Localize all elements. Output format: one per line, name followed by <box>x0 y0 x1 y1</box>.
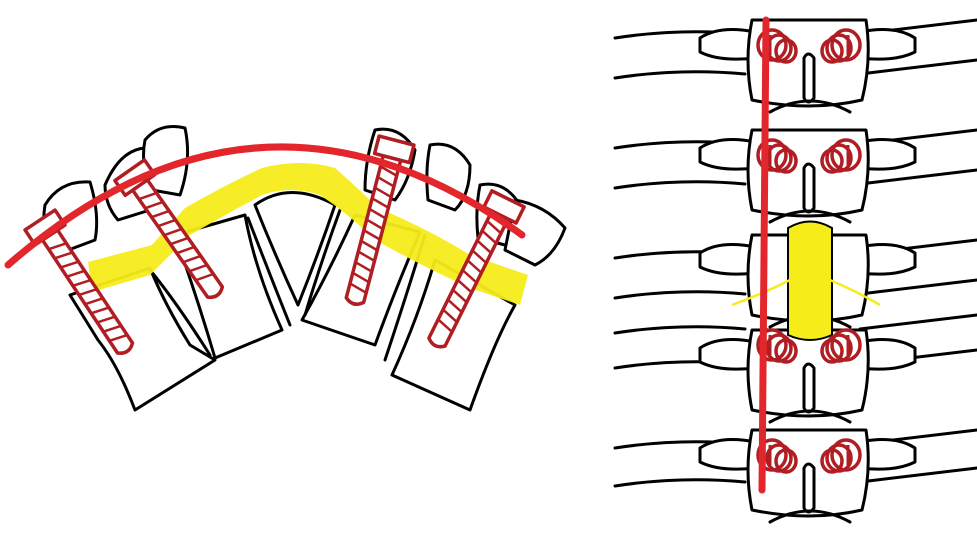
bone-graft-posterior <box>788 222 832 341</box>
rib-right-6 <box>860 280 977 294</box>
posterior-vertebra-5 <box>700 430 915 522</box>
rib-right-7 <box>860 315 977 329</box>
rib-left-6 <box>615 292 745 298</box>
posterior-view-panel <box>615 20 977 522</box>
spinous-process <box>804 464 814 512</box>
rib-left-2 <box>615 72 745 78</box>
spinous-process <box>804 164 814 212</box>
rib-right-2 <box>860 60 977 74</box>
posterior-vertebra-4 <box>700 330 915 422</box>
rib-left-7 <box>615 327 745 333</box>
posterior-vertebra-2 <box>700 130 915 222</box>
rod-posterior <box>762 20 766 490</box>
spinous-process <box>804 364 814 412</box>
vertebral-body-2 <box>175 215 282 358</box>
rib-left-4 <box>615 182 745 188</box>
posterior-vertebra-1 <box>700 20 915 112</box>
lateral-view-panel <box>8 127 565 411</box>
rib-right-4 <box>860 170 977 184</box>
rib-left-10 <box>615 480 745 486</box>
spinous-process <box>804 54 814 102</box>
